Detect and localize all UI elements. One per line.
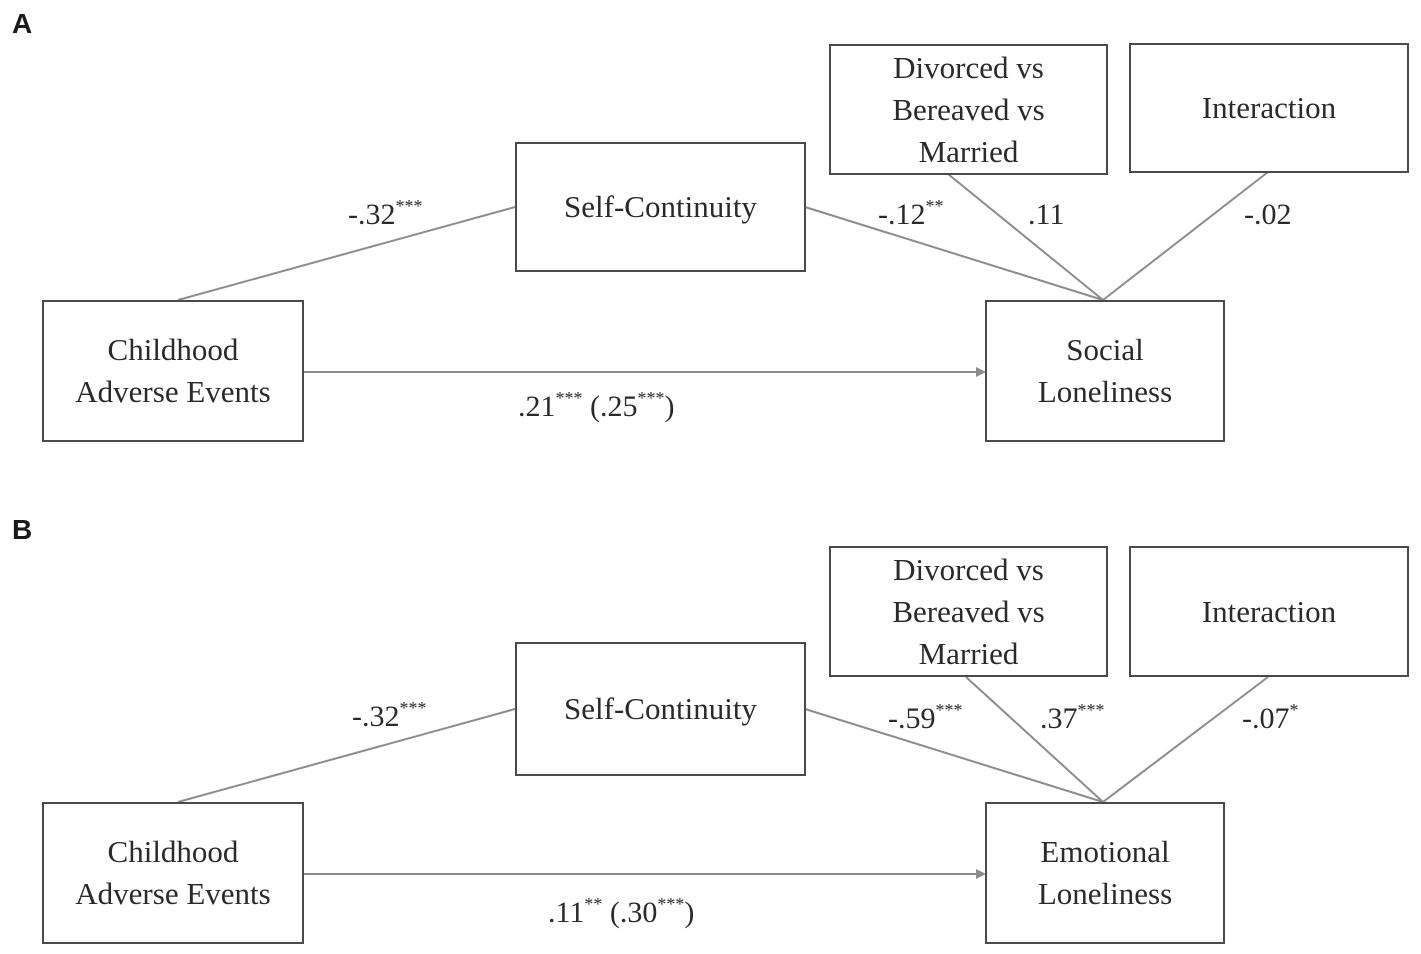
box-line: Bereaved vs — [892, 91, 1045, 127]
box-line: Interaction — [1201, 593, 1337, 629]
box-line: Interaction — [1201, 90, 1337, 125]
box-line: Married — [918, 635, 1019, 671]
outcome-box: Emotional Loneliness — [985, 802, 1225, 944]
box-line: Emotional — [1040, 834, 1170, 869]
path-childhood-to-self-continuity — [177, 708, 516, 803]
coef-self-continuity-to-outcome: -.12** — [878, 196, 944, 231]
coef-childhood-to-self-continuity: -.32*** — [352, 698, 427, 733]
arrowhead-icon — [976, 869, 986, 879]
box-line: Bereaved vs — [892, 593, 1045, 629]
coef-direct: .11** (.30***) — [548, 894, 695, 929]
box-line: Social — [1066, 332, 1144, 367]
box-line: Divorced vs — [893, 49, 1044, 85]
coef-interaction-to-outcome: -.07* — [1242, 700, 1299, 735]
arrowhead-icon — [976, 367, 986, 377]
coef-direct: .21*** (.25***) — [518, 388, 675, 423]
coef-interaction-to-outcome: -.02 — [1244, 198, 1292, 231]
coef-marital-status-to-outcome: .37*** — [1040, 700, 1105, 735]
childhood-adverse-events-box: Childhood Adverse Events — [42, 802, 304, 944]
path-self-continuity-to-outcome — [804, 708, 1104, 803]
path-lines — [177, 676, 1269, 879]
box-line: Adverse Events — [75, 876, 271, 911]
path-self-continuity-to-outcome — [804, 206, 1104, 301]
self-continuity-box: Self-Continuity — [515, 642, 806, 776]
path-lines — [177, 171, 1269, 377]
coef-self-continuity-to-outcome: -.59*** — [888, 700, 963, 735]
box-line: Divorced vs — [893, 551, 1044, 587]
box-line: Self-Continuity — [564, 189, 757, 224]
self-continuity-box: Self-Continuity — [515, 142, 806, 272]
panel-letter: B — [12, 514, 33, 545]
coef-childhood-to-self-continuity: -.32*** — [348, 196, 423, 231]
path-marital-status-to-outcome — [947, 173, 1104, 301]
box-line: Loneliness — [1037, 876, 1173, 911]
interaction-box: Interaction — [1129, 546, 1409, 677]
coef-marital-status-to-outcome: .11 — [1028, 198, 1065, 231]
box-line: Married — [918, 133, 1019, 169]
box-line: Self-Continuity — [564, 691, 757, 726]
outcome-box: Social Loneliness — [985, 300, 1225, 442]
marital-status-box: Divorced vs Bereaved vs Married — [829, 44, 1108, 175]
interaction-box: Interaction — [1129, 43, 1409, 173]
path-marital-status-to-outcome — [965, 676, 1104, 803]
panel-a: A Self-Continuity Divorced vs Bereaved v… — [0, 0, 1421, 470]
childhood-adverse-events-box: Childhood Adverse Events — [42, 300, 304, 442]
panel-letter: A — [12, 8, 33, 39]
box-line: Childhood — [107, 332, 239, 367]
box-line: Loneliness — [1037, 374, 1173, 409]
path-interaction-to-outcome — [1102, 171, 1269, 301]
marital-status-box: Divorced vs Bereaved vs Married — [829, 546, 1108, 677]
box-line: Childhood — [107, 834, 239, 869]
path-interaction-to-outcome — [1102, 676, 1269, 803]
box-line: Adverse Events — [75, 374, 271, 409]
path-childhood-to-self-continuity — [177, 206, 516, 301]
panel-b: B Self-Continuity Divorced vs Bereaved v… — [0, 502, 1421, 954]
